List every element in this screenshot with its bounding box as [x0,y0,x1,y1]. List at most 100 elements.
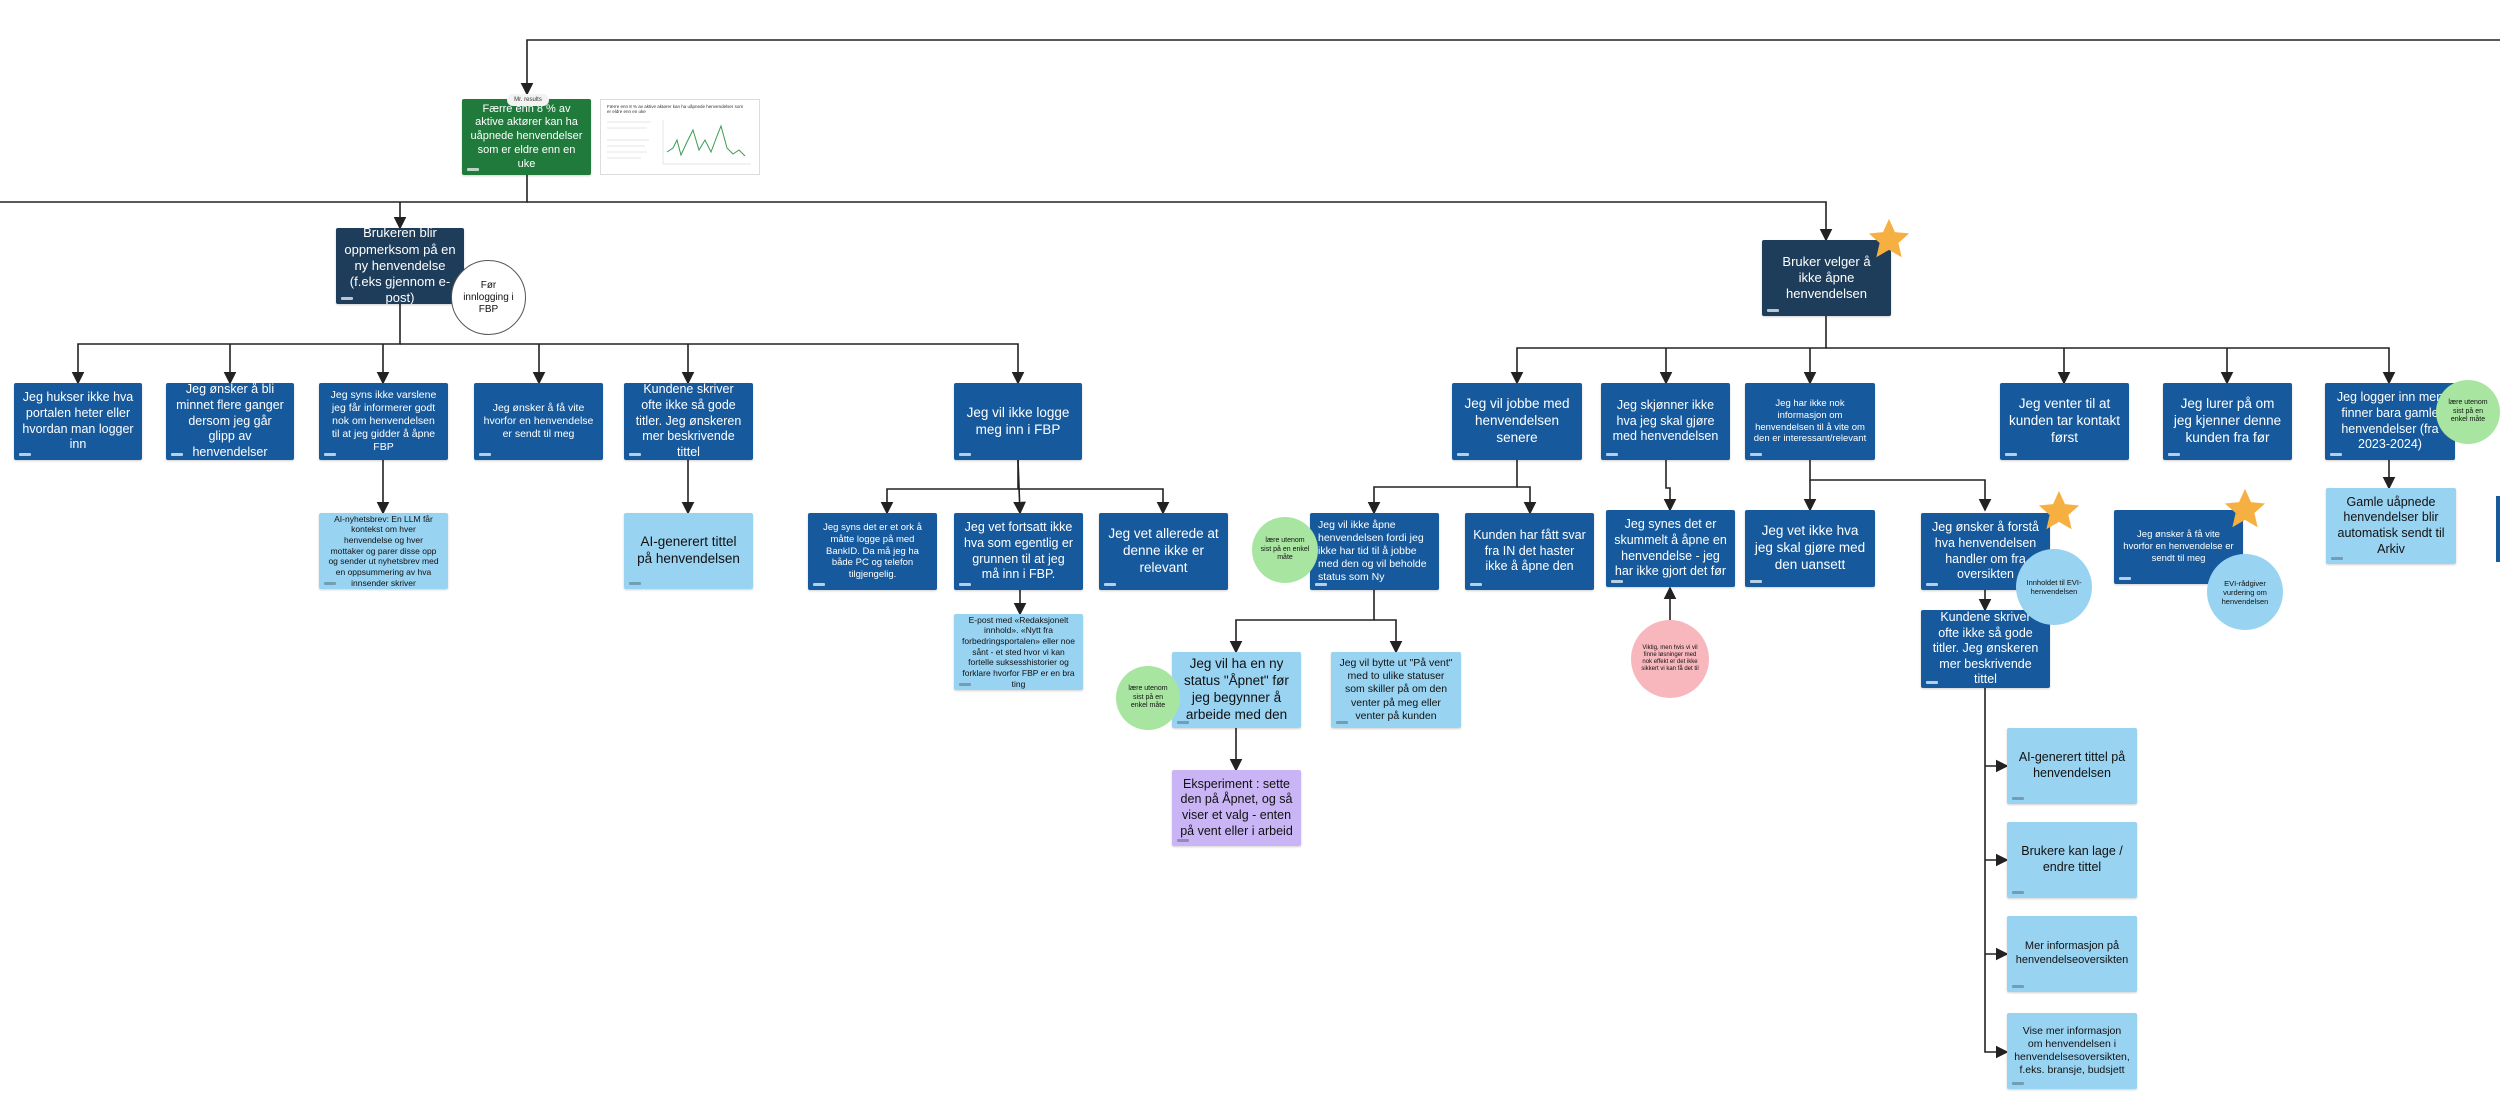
login-badge-text: Før innlogging i FBP [463,279,514,315]
login-child-text: Jeg vet allerede at denne ikke er releva… [1108,526,1219,575]
forsta-text: Jeg ønsker å forstå hva henvendelsen han… [1932,520,2039,582]
star-icon [2038,490,2080,530]
left-child-card[interactable]: Jeg ønsker å få vite hvorfor en henvende… [474,383,603,460]
idea-card[interactable]: AI-nyhetsbrev: En LLM får kontekst om hv… [319,513,448,589]
right-parent-text: Bruker velger å ikke åpne henvendelsen [1782,253,1871,302]
goal-chart-thumbnail [607,120,751,165]
goal-chart-card[interactable]: Færre enn 8 % av aktive aktører kan ha u… [600,99,760,175]
connector [1018,488,1170,515]
status-text: Jeg vil ikke åpne henvendelsen fordi jeg… [1318,518,1427,584]
right-child-card[interactable]: Jeg skjønner ikke hva jeg skal gjøre med… [1601,383,1730,460]
left-parent-card[interactable]: Brukeren blir oppmerksom på en ny henven… [336,228,464,304]
gamle-text: Gamle uåpnede henvendelser blir automati… [2337,494,2445,556]
connector [1984,688,2009,1059]
paa-vent-text: Jeg vil bytte ut "På vent" med to ulike … [1339,657,1453,722]
pink-note: Viktig, men hvis vi vil finne løsninger … [1631,620,1709,698]
vite-hvorfor-text: Jeg ønsker å få vite hvorfor en henvende… [2123,529,2234,564]
status-card[interactable]: Jeg vil ikke åpne henvendelsen fordi jeg… [1310,513,1439,590]
login-child-card[interactable]: Jeg vet allerede at denne ikke er releva… [1099,513,1228,590]
titler-text: Kundene skriver ofte ikke så gode titler… [1932,610,2039,687]
skummelt-text: Jeg synes det er skummelt å åpne en henv… [1614,517,1727,579]
left-parent-text: Brukeren blir oppmerksom på en ny henven… [344,228,456,304]
connector [1826,347,2396,385]
laere-circle: lære utenom sist på en enkel måte [2436,380,2500,444]
info-idea-text: AI-generert tittel på henvendelsen [2018,750,2126,780]
laere-text: lære utenom sist på en enkel måte [1128,685,1168,710]
laere-circle: lære utenom sist på en enkel måte [1252,517,1318,583]
eksperiment-card[interactable]: Eksperiment : sette den på Åpnet, og så … [1172,770,1301,846]
evi-circle: EVI-rådgiver vurdering om henvendelsen [2207,554,2283,630]
connector [71,304,401,385]
right-child-text: Jeg venter til at kunden tar kontakt før… [2008,396,2121,445]
right-child-card[interactable]: Jeg vil jobbe med henvendelsen senere [1452,383,1582,460]
laere-text: lære utenom sist på en enkel måte [2448,399,2488,424]
right-child-card[interactable]: Jeg logger inn men finner bara gamle hen… [2325,383,2455,460]
idea-text: AI-generert tittel på henvendelsen [637,534,740,566]
paa-vent-card[interactable]: Jeg vil bytte ut "På vent" med to ulike … [1331,652,1461,728]
right-child-card[interactable]: Jeg har ikke nok informasjon om henvende… [1745,383,1875,460]
right-child-text: Jeg har ikke nok informasjon om henvende… [1753,397,1867,445]
left-child-text: Jeg syns ikke varslene jeg får informere… [330,388,437,454]
connector [400,343,1025,385]
info-idea-card[interactable]: Brukere kan lage / endre tittel [2007,822,2137,898]
info-idea-card[interactable]: AI-generert tittel på henvendelsen [2007,728,2137,804]
idea-text: E-post med «Redaksjonelt innhold». «Nytt… [962,614,1075,689]
goal-chart-title: Færre enn 8 % av aktive aktører kan ha u… [607,104,744,115]
left-child-card[interactable]: Jeg hukser ikke hva portalen heter eller… [14,383,142,460]
eksperiment-text: Eksperiment : sette den på Åpnet, og så … [1180,776,1293,838]
goal-card[interactable]: Færre enn 8 % av aktive aktører kan ha u… [462,99,591,175]
goal-text: Færre enn 8 % av aktive aktører kan ha u… [470,102,583,170]
star-icon [2224,488,2266,528]
idea-card[interactable]: AI-generert tittel på henvendelsen [624,513,753,589]
info-idea-text: Mer informasjon på henvendelseoversikten [2015,940,2129,966]
connector [1517,486,1537,515]
skummelt-card[interactable]: Jeg synes det er skummelt å åpne en henv… [1606,510,1735,587]
login-badge: Før innlogging i FBP [451,260,526,335]
left-child-card[interactable]: Kundene skriver ofte ikke så gode titler… [624,383,753,460]
right-parent-card[interactable]: Bruker velger å ikke åpne henvendelsen [1762,240,1891,316]
gamle-card[interactable]: Gamle uåpnede henvendelser blir automati… [2326,488,2456,564]
vet-ikke-text: Jeg vet ikke hva jeg skal gjøre med den … [1754,523,1866,572]
login-child-text: Jeg vet fortsatt ikke hva som egentlig e… [963,520,1074,582]
connector [1013,459,1026,515]
connector [1374,619,1403,654]
idea-card[interactable]: E-post med «Redaksjonelt innhold». «Nytt… [954,614,1083,690]
connector [1229,590,1375,654]
right-child-text: Jeg skjønner ikke hva jeg skal gjøre med… [1612,398,1719,444]
titler-card[interactable]: Kundene skriver ofte ikke så gode titler… [1921,610,2050,688]
laere-text: lære utenom sist på en enkel måte [1260,537,1310,562]
left-child-text: Kundene skriver ofte ikke så gode titler… [635,383,742,459]
apnet-card[interactable]: Jeg vil ha en ny status "Åpnet" før jeg … [1172,652,1301,728]
goal-tag: Mr. results [507,94,549,106]
star-icon [1868,218,1910,258]
connector [880,460,1019,515]
laere-circle: lære utenom sist på en enkel måte [1116,666,1180,730]
login-child-card[interactable]: Jeg syns det er et ork å måtte logge på … [808,513,937,590]
right-child-text: Jeg vil jobbe med henvendelsen senere [1464,396,1570,445]
innhold-circle: Innholdet til EVI-henvendelsen [2016,549,2092,625]
connector [1663,460,1677,512]
left-child-card[interactable]: Jeg vil ikke logge meg inn i FBP [954,383,1082,460]
connector [1809,460,1992,512]
right-child-card[interactable]: Jeg lurer på om jeg kjenner denne kunden… [2163,383,2292,460]
left-child-text: Jeg vil ikke logge meg inn i FBP [966,404,1070,437]
left-child-card[interactable]: Jeg ønsker å bli minnet flere ganger der… [166,383,294,460]
connector [1367,460,1518,515]
pink-note-text: Viktig, men hvis vi vil finne løsninger … [1641,644,1699,673]
left-child-card[interactable]: Jeg syns ikke varslene jeg får informere… [319,383,448,460]
info-idea-card[interactable]: Mer informasjon på henvendelseoversikten [2007,916,2137,992]
info-idea-card[interactable]: Vise mer informasjon om henvendelsen i h… [2007,1013,2137,1089]
vet-ikke-card[interactable]: Jeg vet ikke hva jeg skal gjøre med den … [1745,510,1875,587]
haster-card[interactable]: Kunden har fått svar fra IN det haster i… [1465,513,1594,590]
left-child-text: Jeg ønsker å bli minnet flere ganger der… [176,383,284,459]
idea-text: AI-nyhetsbrev: En LLM får kontekst om hv… [328,513,439,588]
connector [520,39,2500,96]
connector [1510,316,1827,385]
connector [0,175,528,203]
login-child-text: Jeg syns det er et ork å måtte logge på … [823,521,922,581]
offscreen-card-edge [2496,496,2500,562]
login-child-card[interactable]: Jeg vet fortsatt ikke hva som egentlig e… [954,513,1083,590]
right-child-card[interactable]: Jeg venter til at kunden tar kontakt før… [2000,383,2129,460]
connector [527,201,1833,242]
